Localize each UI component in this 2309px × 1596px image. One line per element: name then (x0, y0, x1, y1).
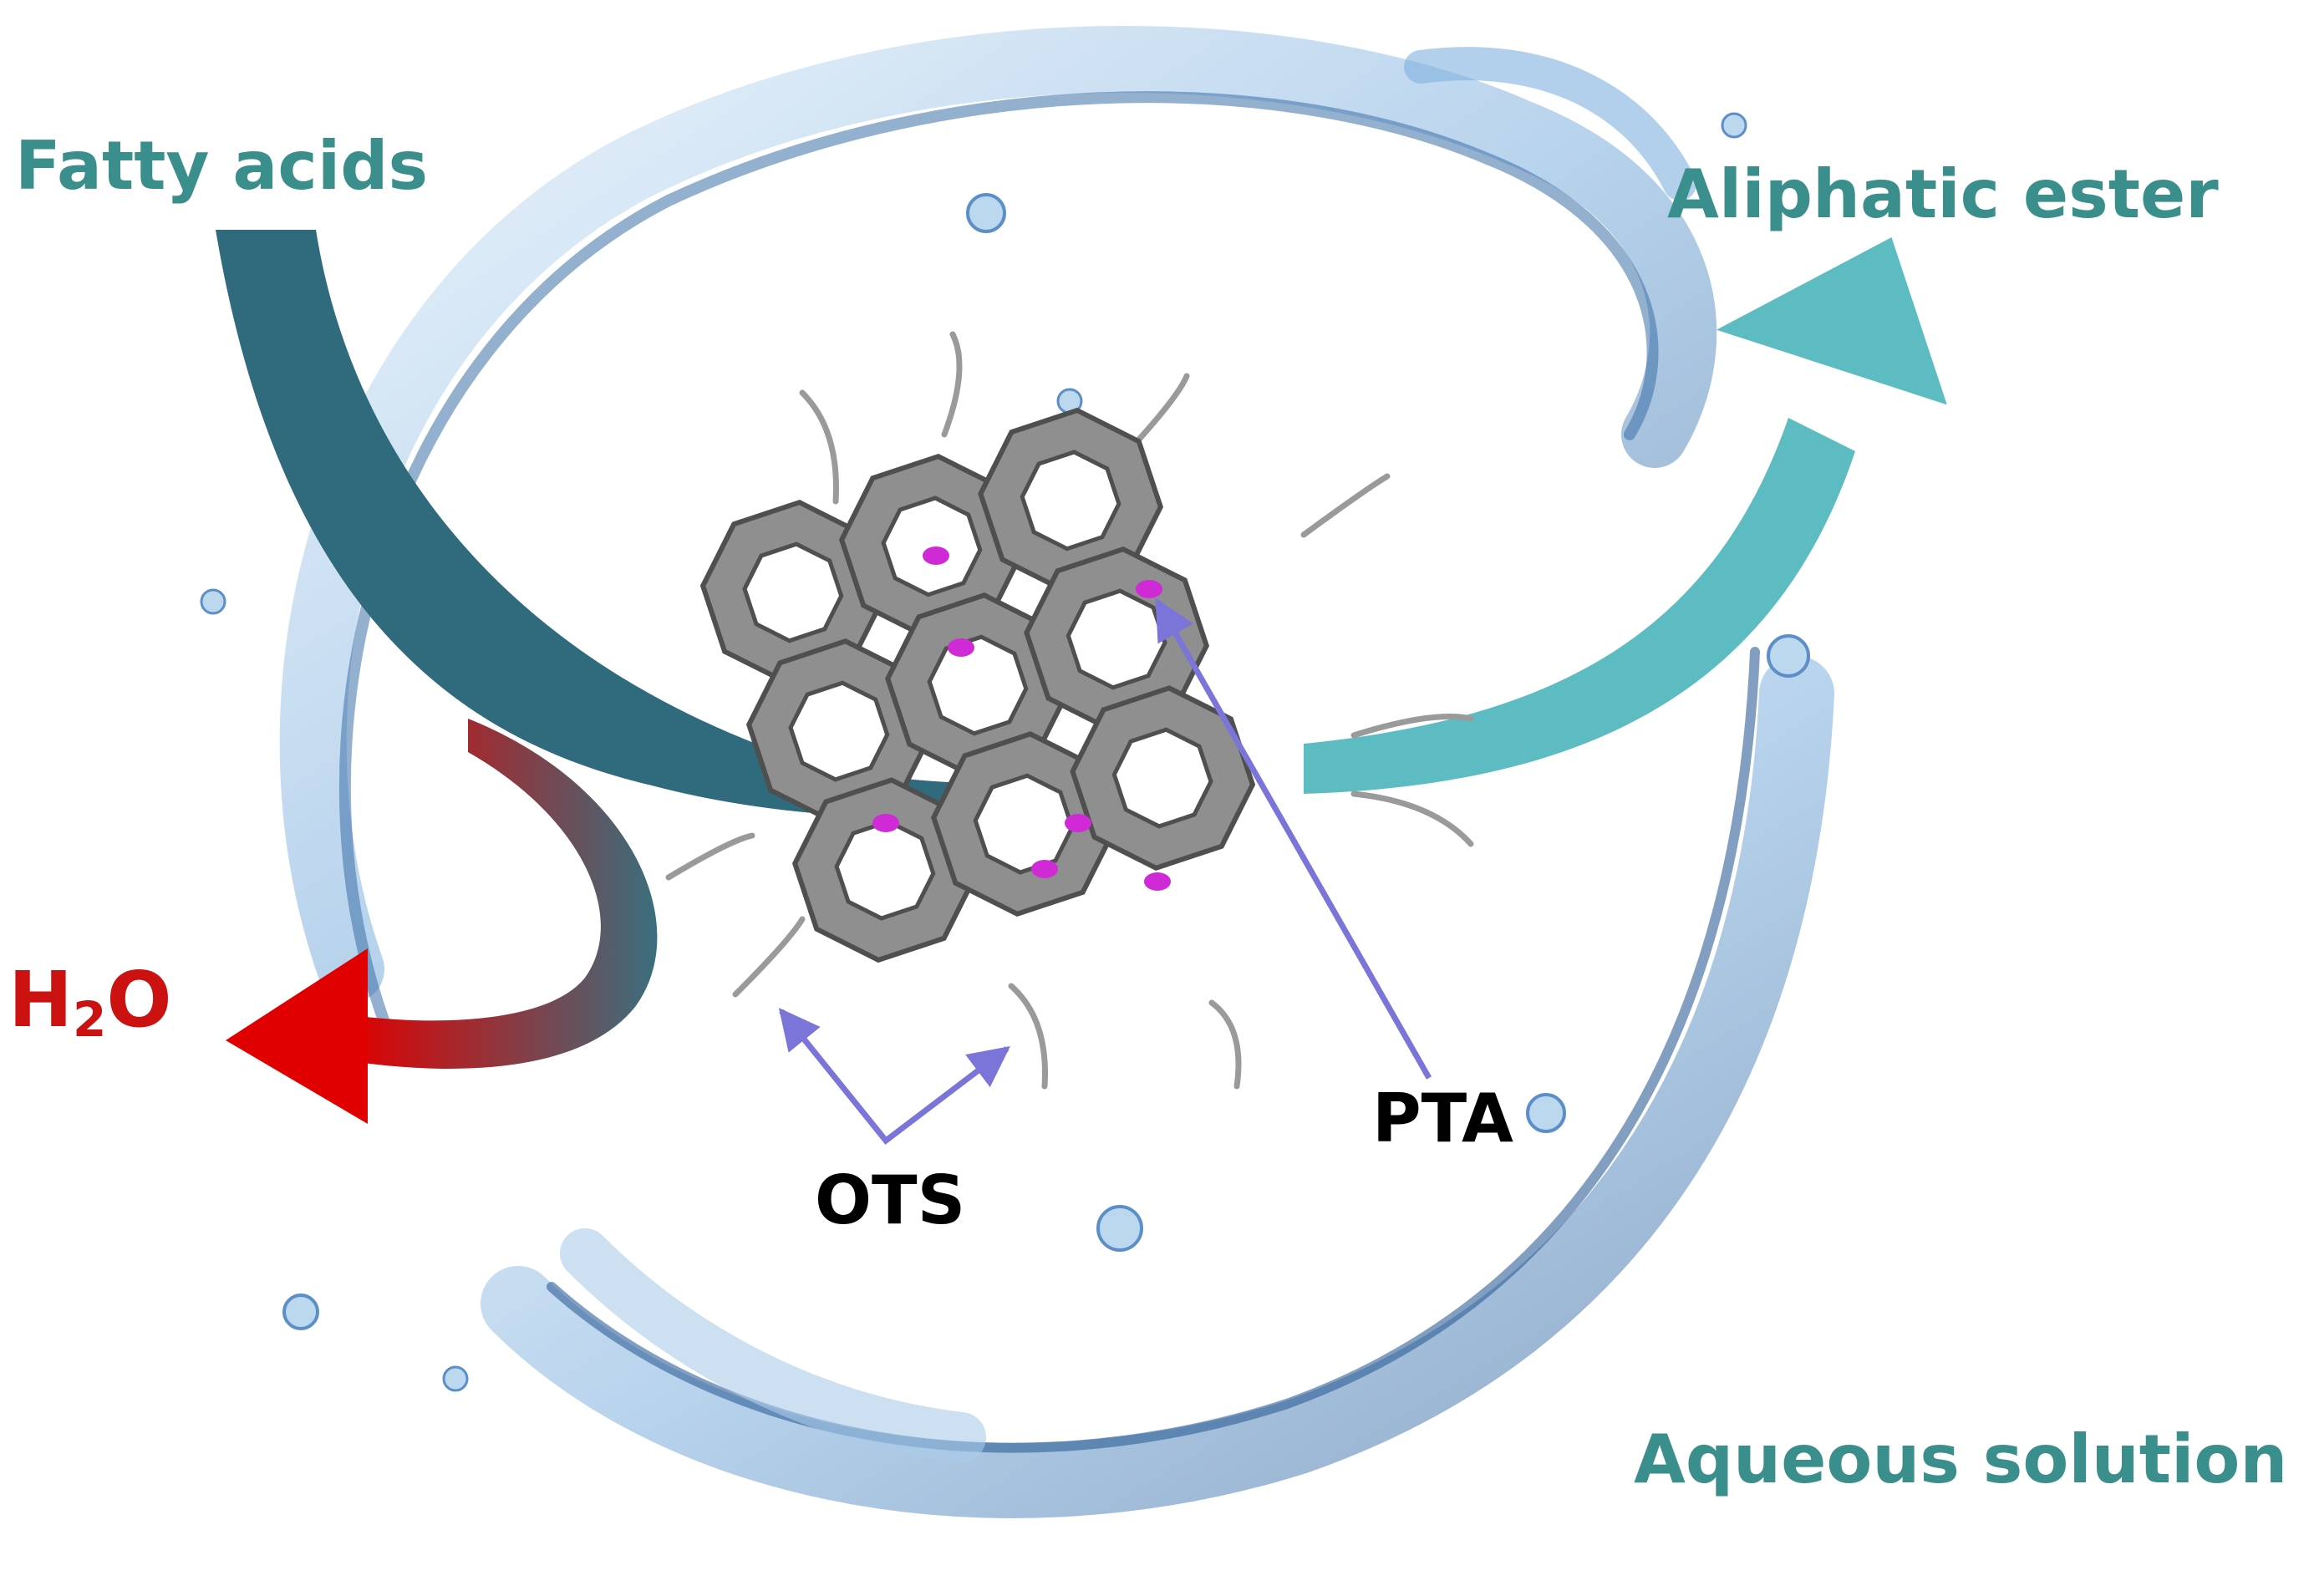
ots-chain (1008, 983, 1048, 1090)
pta-active-site (1136, 580, 1162, 598)
pta-active-site (1065, 814, 1091, 832)
ots-chain (665, 832, 755, 881)
pta-active-site (1031, 860, 1058, 878)
zeolite-framework-icon (665, 331, 1474, 1090)
ots-chain (1350, 790, 1474, 847)
ots-label: OTS (815, 1161, 966, 1239)
outlet-arrow-icon (1304, 237, 1947, 794)
framework-pore (788, 680, 890, 782)
water-label: H2O (8, 955, 172, 1048)
framework-pore (742, 541, 844, 643)
pta-active-site (1144, 872, 1171, 891)
ots-chain (732, 916, 806, 998)
pta-pointer-arrow (1154, 597, 1432, 1080)
aqueous-solution-label: Aqueous solution (1634, 1421, 2288, 1498)
water-label-subscript: 2 (73, 991, 107, 1048)
ots-chain (1350, 714, 1474, 739)
aliphatic-ester-label: Aliphatic ester (1667, 155, 2219, 233)
framework-pore (834, 819, 936, 921)
framework-pore (927, 634, 1029, 736)
framework-pore (973, 773, 1075, 875)
pta-label: PTA (1372, 1080, 1513, 1157)
water-label-o: O (106, 955, 172, 1045)
ots-chain (799, 389, 839, 505)
water-swirl-icon (200, 25, 1834, 1518)
pta-active-site (948, 638, 974, 657)
ots-chain (941, 331, 963, 438)
fatty-acids-label: Fatty acids (15, 127, 429, 205)
pointer-arrows (778, 597, 1432, 1145)
inlet-arrow-icon (216, 230, 1137, 819)
ots-chain (1208, 999, 1242, 1090)
pta-active-site (923, 546, 949, 565)
framework-pore (881, 496, 983, 597)
water-outlet-arrow-icon (226, 719, 658, 1124)
framework-pore (1065, 588, 1167, 690)
water-label-h: H (8, 955, 73, 1045)
framework-pore (1111, 727, 1213, 829)
pta-active-site (872, 814, 899, 832)
framework-pore (1020, 450, 1121, 551)
ots-chain (1300, 473, 1391, 538)
ots-pointer-arrow (778, 1008, 1010, 1145)
